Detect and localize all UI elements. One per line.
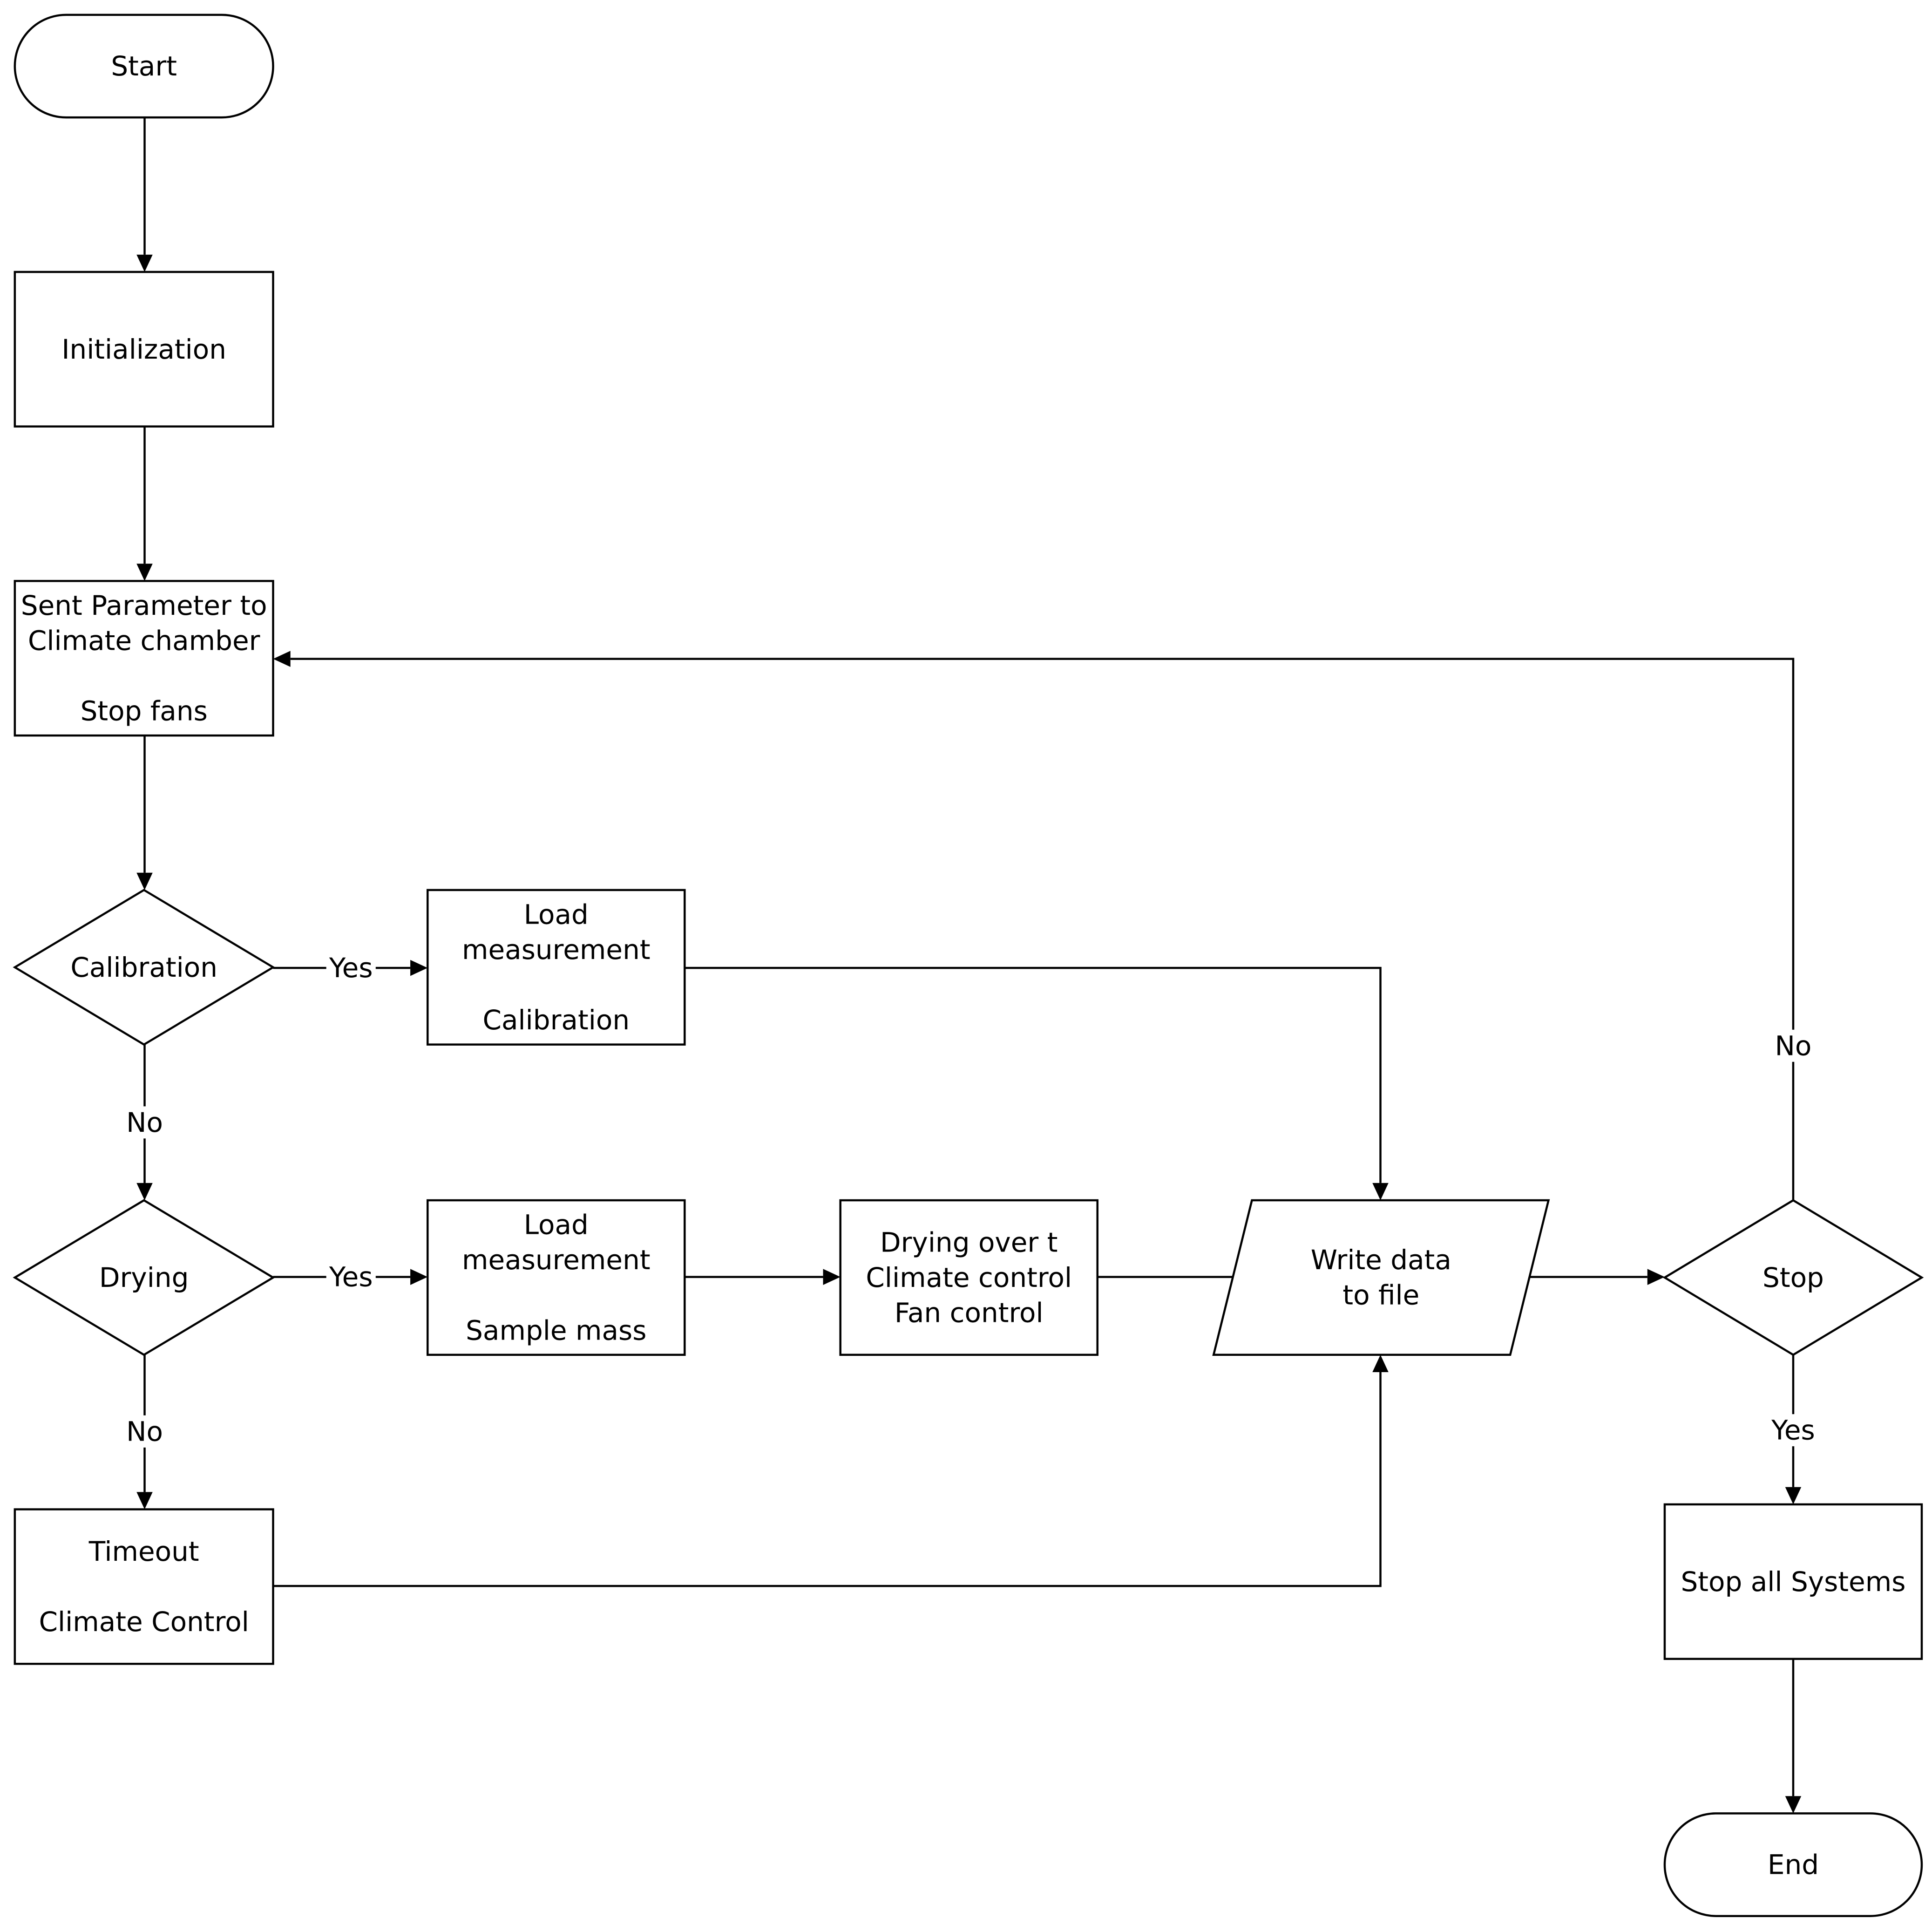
process-box-shape xyxy=(14,1508,274,1665)
edge-label-no: No xyxy=(120,1106,169,1139)
edge-load-sample-to-drying-over-t xyxy=(685,1269,841,1285)
arrowhead-icon xyxy=(136,564,153,581)
edge-load-calibration-to-write-data xyxy=(685,966,1389,1201)
edge-start-to-init xyxy=(136,117,153,272)
node-label-line: Drying xyxy=(99,1262,189,1293)
node-label-line: Climate Control xyxy=(39,1606,249,1638)
node-end: End xyxy=(1663,1812,1923,1917)
edge-line xyxy=(290,658,1795,1201)
arrowhead-icon xyxy=(410,959,428,976)
node-label-line: measurement xyxy=(462,934,651,966)
arrowhead-icon xyxy=(1785,1796,1802,1814)
node-label-line: Timeout xyxy=(88,1536,199,1567)
arrowhead-icon xyxy=(1372,1183,1389,1201)
node-start: Start xyxy=(14,14,274,119)
node-label-line: Calibration xyxy=(483,1004,630,1036)
edge-drying-over-t-to-write-data xyxy=(1097,1269,1252,1285)
arrowhead-icon xyxy=(1372,1354,1389,1372)
node-label-line: Sent Parameter to xyxy=(21,590,267,621)
arrowhead-icon xyxy=(136,1492,153,1510)
edge-label-yes: Yes xyxy=(326,1261,376,1293)
edge-label-background xyxy=(326,1261,376,1293)
edge-label-text: Yes xyxy=(329,952,373,984)
node-label-line: Stop all Systems xyxy=(1681,1566,1905,1598)
process-box-shape xyxy=(14,271,274,428)
node-label-line: End xyxy=(1768,1849,1819,1881)
edge-label-text: Yes xyxy=(329,1261,373,1293)
edges-layer xyxy=(136,117,1802,1814)
decision-diamond-shape xyxy=(1662,1199,1924,1356)
edge-label-text: No xyxy=(126,1107,163,1138)
edge-label-yes: Yes xyxy=(1768,1414,1818,1447)
arrowhead-icon xyxy=(273,651,291,667)
edge-timeout-to-write-data xyxy=(273,1354,1389,1587)
node-label-line: Stop fans xyxy=(81,695,208,727)
node-label-line: Fan control xyxy=(895,1297,1044,1329)
node-label-line: Climate control xyxy=(866,1262,1072,1293)
terminator-shape xyxy=(1663,1812,1923,1917)
node-drying-decision: Drying xyxy=(13,1199,275,1356)
edge-label-background xyxy=(326,952,376,984)
arrowhead-icon xyxy=(823,1269,841,1285)
edge-stop-all-to-end xyxy=(1785,1659,1802,1814)
edge-init-to-sent-param xyxy=(136,426,153,581)
arrowhead-icon xyxy=(1785,1487,1802,1504)
node-label-line: Load xyxy=(524,1209,589,1240)
edge-line xyxy=(685,966,1382,1183)
node-label-line: to file xyxy=(1342,1279,1419,1311)
edge-label-yes: Yes xyxy=(326,952,376,984)
node-label-line: Write data xyxy=(1311,1244,1451,1276)
edge-label-no: No xyxy=(120,1415,169,1448)
process-box-shape xyxy=(839,1199,1099,1356)
data-parallelogram-shape xyxy=(1212,1199,1550,1356)
process-box-shape xyxy=(427,1199,686,1356)
edge-label-background xyxy=(120,1106,169,1139)
arrowhead-icon xyxy=(136,1183,153,1201)
edge-line xyxy=(273,1372,1382,1587)
process-box-shape xyxy=(1663,1503,1923,1660)
process-box-shape xyxy=(427,889,686,1046)
node-label-line: Drying over t xyxy=(880,1226,1058,1258)
edge-label-background xyxy=(1768,1029,1818,1062)
node-label-line: Initialization xyxy=(61,333,226,365)
decision-diamond-shape xyxy=(13,889,275,1046)
decision-diamond-shape xyxy=(13,1199,275,1356)
arrowhead-icon xyxy=(136,872,153,890)
arrowhead-icon xyxy=(1647,1269,1665,1285)
edge-label-text: No xyxy=(126,1415,163,1447)
edge-stop-decision-to-sent-param xyxy=(273,651,1795,1201)
arrowhead-icon xyxy=(136,254,153,272)
node-label-line: Load xyxy=(524,898,589,930)
node-stop-decision: Stop xyxy=(1662,1199,1924,1356)
arrowhead-icon xyxy=(410,1269,428,1285)
edge-label-no: No xyxy=(1768,1029,1818,1062)
edge-sent-param-to-calibration-decision xyxy=(136,735,153,890)
edge-write-data-to-stop-decision xyxy=(1510,1269,1665,1285)
edge-label-text: Yes xyxy=(1771,1415,1815,1446)
node-label-line: Calibration xyxy=(70,952,217,983)
process-box-shape xyxy=(14,580,274,737)
terminator-shape xyxy=(14,14,274,119)
node-calibration-decision: Calibration xyxy=(13,889,275,1046)
node-label-line: Sample mass xyxy=(466,1314,646,1346)
edge-label-background xyxy=(1768,1414,1818,1447)
node-stop-all: Stop all Systems xyxy=(1663,1503,1923,1660)
node-label-line: Start xyxy=(111,50,177,82)
edge-label-text: No xyxy=(1775,1030,1812,1061)
node-label-line: Stop xyxy=(1763,1262,1824,1293)
edge-label-background xyxy=(120,1415,169,1448)
node-init: Initialization xyxy=(14,271,274,428)
node-label-line: measurement xyxy=(462,1244,651,1276)
node-label-line: Climate chamber xyxy=(28,625,260,656)
